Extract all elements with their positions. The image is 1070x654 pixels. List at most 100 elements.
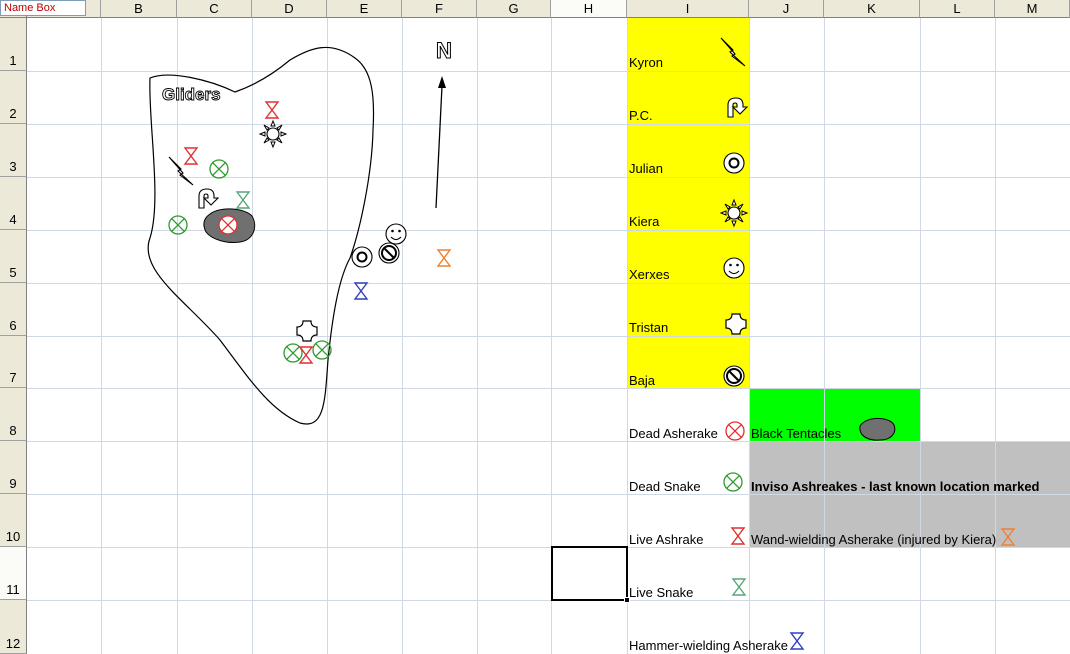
row-header-label: 11 xyxy=(6,582,20,597)
row-header-4[interactable]: 4 xyxy=(0,177,27,230)
legend-label-pc: P.C. xyxy=(629,108,653,123)
north-arrow xyxy=(435,76,446,209)
map-no-symbol-icon xyxy=(378,242,400,264)
column-header-label: D xyxy=(284,1,294,16)
legend-dead-asherake-icon xyxy=(725,421,745,441)
column-header-b2[interactable]: B xyxy=(101,0,177,18)
name-box[interactable]: Name Box xyxy=(0,0,86,16)
island-outline xyxy=(147,46,375,425)
legend-hammer-asherake-icon xyxy=(790,632,804,650)
column-header-k[interactable]: K xyxy=(824,0,920,18)
legend-label-black-tentacles: Black Tentacles xyxy=(751,426,842,441)
legend-label-dead-asherake: Dead Asherake xyxy=(629,426,718,441)
row-header-12[interactable]: 12 xyxy=(0,600,27,654)
column-header-g[interactable]: G xyxy=(477,0,551,18)
legend-turn-arrow-icon xyxy=(727,97,748,118)
column-header-label: G xyxy=(508,1,519,16)
column-header-label: M xyxy=(1026,1,1038,16)
legend-label-dead-snake: Dead Snake xyxy=(629,479,701,494)
column-header-d[interactable]: D xyxy=(252,0,327,18)
column-header-e[interactable]: E xyxy=(327,0,402,18)
row-header-3[interactable]: 3 xyxy=(0,124,27,177)
row-header-11[interactable]: 11 xyxy=(0,547,27,600)
legend-label-hammer-asherake: Hammer-wielding Asherake xyxy=(629,638,788,653)
legend-sun-icon xyxy=(720,199,748,227)
row-header-label: 3 xyxy=(9,159,17,174)
row-header-9[interactable]: 9 xyxy=(0,441,27,494)
legend-label-julian: Julian xyxy=(629,161,663,176)
legend-live-snake-icon xyxy=(732,578,746,596)
row-header-label: 5 xyxy=(9,265,17,280)
column-header-label: H xyxy=(583,1,594,16)
legend-label-kiera: Kiera xyxy=(629,214,660,229)
column-header-i[interactable]: I xyxy=(627,0,749,18)
row-header-label: 9 xyxy=(9,476,17,491)
column-header-f[interactable]: F xyxy=(402,0,477,18)
column-header-label: F xyxy=(435,1,443,16)
column-header-label: B xyxy=(134,1,143,16)
legend-dead-snake-icon xyxy=(723,472,743,492)
column-header-c[interactable]: C xyxy=(177,0,252,18)
row-header-label: 10 xyxy=(5,529,21,544)
fill-handle[interactable] xyxy=(624,597,630,603)
legend-label-xerxes: Xerxes xyxy=(629,267,670,282)
map-dead-snake-icon xyxy=(168,215,188,235)
column-header-label: L xyxy=(953,1,961,16)
column-header-j[interactable]: J xyxy=(749,0,824,18)
legend-smiley-icon xyxy=(723,257,745,279)
legend-tentacles-icon xyxy=(859,417,896,441)
legend-label-kyron: Kyron xyxy=(629,55,663,70)
legend-live-ashrake-icon xyxy=(731,527,745,545)
column-header-label: I xyxy=(685,1,690,16)
column-header-l[interactable]: L xyxy=(920,0,995,18)
row-header-label: 8 xyxy=(9,423,17,438)
map-live-ashrake-icon xyxy=(265,101,279,119)
column-header-label: E xyxy=(359,1,369,16)
map-dead-snake-icon xyxy=(209,159,229,179)
row-header-7[interactable]: 7 xyxy=(0,336,27,388)
row-header-label: 6 xyxy=(9,318,17,333)
legend-label-live-ashrake: Live Ashrake xyxy=(629,532,704,547)
legend-wand-asherake-icon xyxy=(1001,528,1015,546)
selected-cell-h11[interactable] xyxy=(551,546,628,601)
north-label: N xyxy=(436,38,452,63)
map-cross-icon xyxy=(296,320,318,342)
map-turn-arrow-icon xyxy=(198,188,219,209)
map-live-snake-icon xyxy=(236,191,250,209)
row-header-label: 4 xyxy=(9,212,17,227)
legend-label-inviso: Inviso Ashreakes - last known location m… xyxy=(751,479,1040,494)
legend-label-live-snake: Live Snake xyxy=(629,585,694,600)
column-header-h[interactable]: H xyxy=(551,0,627,18)
legend-label-wand-asherake: Wand-wielding Asherake (injured by Kiera… xyxy=(751,532,997,547)
row-header-label: 2 xyxy=(9,106,17,121)
row-header-label: 1 xyxy=(9,53,17,68)
row-header-1[interactable]: 1 xyxy=(0,18,27,71)
map-dead-snake-icon xyxy=(312,340,332,360)
map-hammer-asherake-icon xyxy=(354,282,368,300)
map-live-ashrake-icon xyxy=(184,147,198,165)
map-wand-asherake-icon xyxy=(437,249,451,267)
row-header-8[interactable]: 8 xyxy=(0,388,27,441)
row-header-2[interactable]: 2 xyxy=(0,71,27,124)
column-header-label: K xyxy=(867,1,876,16)
map-sun-icon xyxy=(259,120,287,148)
column-header-label: C xyxy=(209,1,219,16)
map-dead-asherake-icon xyxy=(218,215,238,235)
row-header-label: 7 xyxy=(9,370,17,385)
map-target-circle-icon xyxy=(351,246,373,268)
map-lightning-icon xyxy=(168,156,194,186)
gliders-label: Gliders xyxy=(162,85,221,104)
legend-target-circle-icon xyxy=(723,152,745,174)
row-header-10[interactable]: 10 xyxy=(0,494,27,547)
map-smiley-icon xyxy=(385,223,407,245)
legend-no-symbol-icon xyxy=(723,365,745,387)
legend-lightning-icon xyxy=(720,37,746,67)
row-header-5[interactable]: 5 xyxy=(0,230,27,283)
legend-label-baja: Baja xyxy=(629,373,656,388)
legend-cross-icon xyxy=(725,313,747,335)
column-header-label: J xyxy=(782,1,790,16)
row-header-6[interactable]: 6 xyxy=(0,283,27,336)
row-header-label: 12 xyxy=(5,636,21,651)
